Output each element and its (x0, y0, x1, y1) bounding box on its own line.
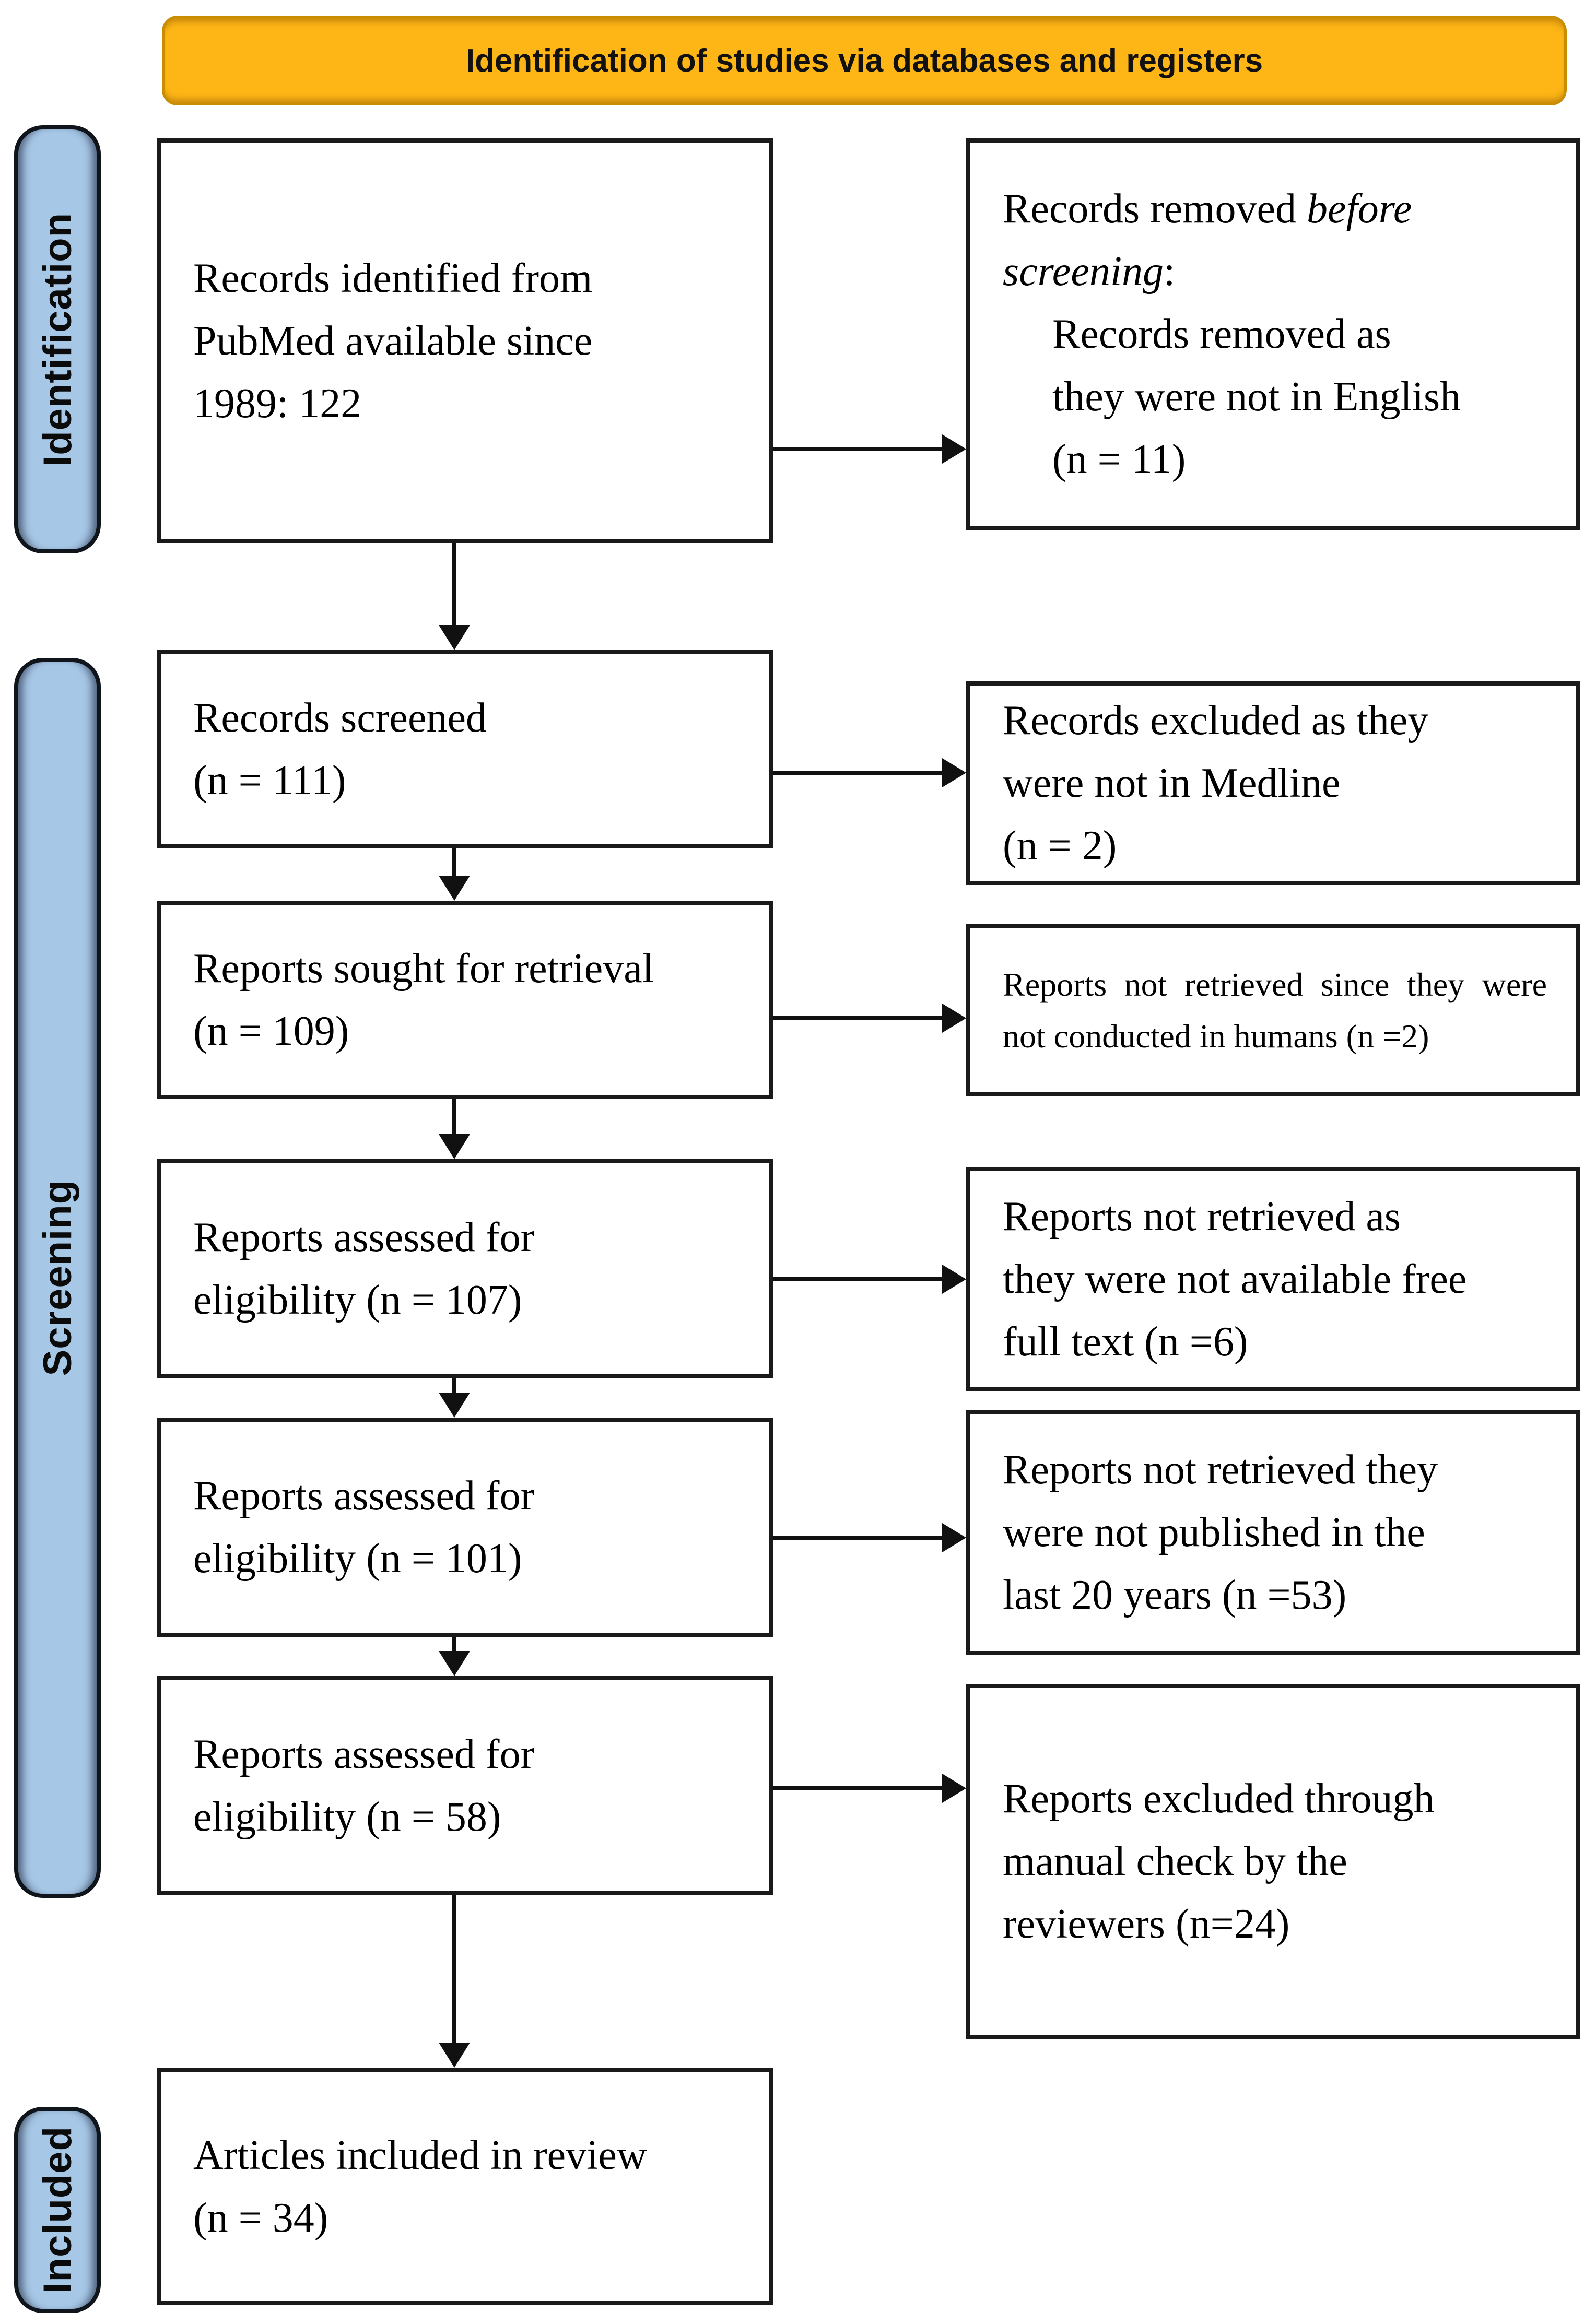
banner-title: Identification of studies via databases … (465, 42, 1263, 79)
arrow-right-2-line (773, 771, 943, 775)
box-records-excluded-medline-text: Records excluded as they were not in Med… (1003, 698, 1429, 869)
box-reports-assessed-101: Reports assessed for eligibility (n = 10… (157, 1418, 773, 1637)
box-reports-excluded-manual-check: Reports excluded through manual check by… (966, 1684, 1580, 2039)
box-reports-not-retrieved-20-years: Reports not retrieved they were not publ… (966, 1410, 1580, 1655)
stage-screening-label: Screening (35, 1179, 80, 1376)
arrow-right-6-head (942, 1774, 966, 1803)
arrow-down-2-head (439, 876, 470, 901)
box-records-removed-before-screening: Records removed before screening: Record… (966, 138, 1580, 530)
records-removed-prefix: Records removed (1003, 186, 1307, 232)
arrow-down-5-line (452, 1637, 456, 1653)
box-reports-sought-text: Reports sought for retrieval (n = 109) (193, 946, 654, 1054)
box-reports-assessed-107-text: Reports assessed for eligibility (n = 10… (193, 1214, 535, 1323)
arrow-down-5-head (439, 1651, 470, 1676)
box-articles-included-text: Articles included in review (n = 34) (193, 2132, 647, 2241)
box-records-screened-text: Records screened (n = 111) (193, 695, 487, 804)
arrow-right-6-line (773, 1786, 943, 1790)
box-reports-not-retrieved-humans-text: Reports not retrieved since they were no… (1003, 965, 1547, 1055)
box-reports-not-retrieved-humans: Reports not retrieved since they were no… (966, 924, 1580, 1096)
box-records-identified: Records identified from PubMed available… (157, 138, 773, 543)
arrow-right-2-head (942, 758, 966, 787)
records-removed-italic: before screening (1003, 186, 1412, 294)
stage-screening: Screening (14, 658, 101, 1898)
box-records-identified-text: Records identified from PubMed available… (193, 255, 593, 427)
box-reports-excluded-manual-check-text: Reports excluded through manual check by… (1003, 1776, 1435, 1947)
arrow-right-4-line (773, 1277, 943, 1281)
box-records-removed-content: Records removed before screening: Record… (970, 178, 1576, 491)
stage-identification-label: Identification (35, 212, 80, 467)
arrow-down-3-head (439, 1134, 470, 1159)
arrow-down-1-line (452, 543, 456, 627)
records-removed-detail: Records removed as they were not in Engl… (1052, 311, 1461, 482)
arrow-right-3-line (773, 1016, 943, 1020)
arrow-down-6-line (452, 1895, 456, 2044)
arrow-right-5-line (773, 1536, 943, 1540)
arrow-down-2-line (452, 848, 456, 877)
stage-included: Included (14, 2107, 101, 2313)
box-reports-assessed-58: Reports assessed for eligibility (n = 58… (157, 1676, 773, 1895)
arrow-right-4-head (942, 1265, 966, 1294)
box-reports-assessed-58-text: Reports assessed for eligibility (n = 58… (193, 1731, 535, 1840)
box-reports-not-retrieved-full-text-text: Reports not retrieved as they were not a… (1003, 1194, 1467, 1365)
arrow-down-4-head (439, 1393, 470, 1418)
stage-included-label: Included (35, 2126, 80, 2294)
arrow-right-3-head (942, 1004, 966, 1033)
arrow-right-1-head (942, 434, 966, 464)
banner-identification-of-studies: Identification of studies via databases … (162, 16, 1567, 105)
box-reports-sought: Reports sought for retrieval (n = 109) (157, 901, 773, 1099)
box-reports-not-retrieved-full-text: Reports not retrieved as they were not a… (966, 1167, 1580, 1391)
box-records-excluded-medline: Records excluded as they were not in Med… (966, 681, 1580, 885)
arrow-right-5-head (942, 1523, 966, 1552)
box-reports-assessed-101-text: Reports assessed for eligibility (n = 10… (193, 1473, 535, 1582)
stage-identification: Identification (14, 125, 101, 553)
arrow-down-4-line (452, 1378, 456, 1394)
box-reports-assessed-107: Reports assessed for eligibility (n = 10… (157, 1159, 773, 1378)
arrow-right-1-line (773, 447, 943, 451)
arrow-down-3-line (452, 1099, 456, 1136)
box-records-screened: Records screened (n = 111) (157, 650, 773, 848)
arrow-down-6-head (439, 2043, 470, 2068)
box-articles-included: Articles included in review (n = 34) (157, 2068, 773, 2305)
box-reports-not-retrieved-20-years-text: Reports not retrieved they were not publ… (1003, 1447, 1438, 1618)
records-removed-suffix: : (1164, 249, 1176, 294)
arrow-down-1-head (439, 625, 470, 650)
